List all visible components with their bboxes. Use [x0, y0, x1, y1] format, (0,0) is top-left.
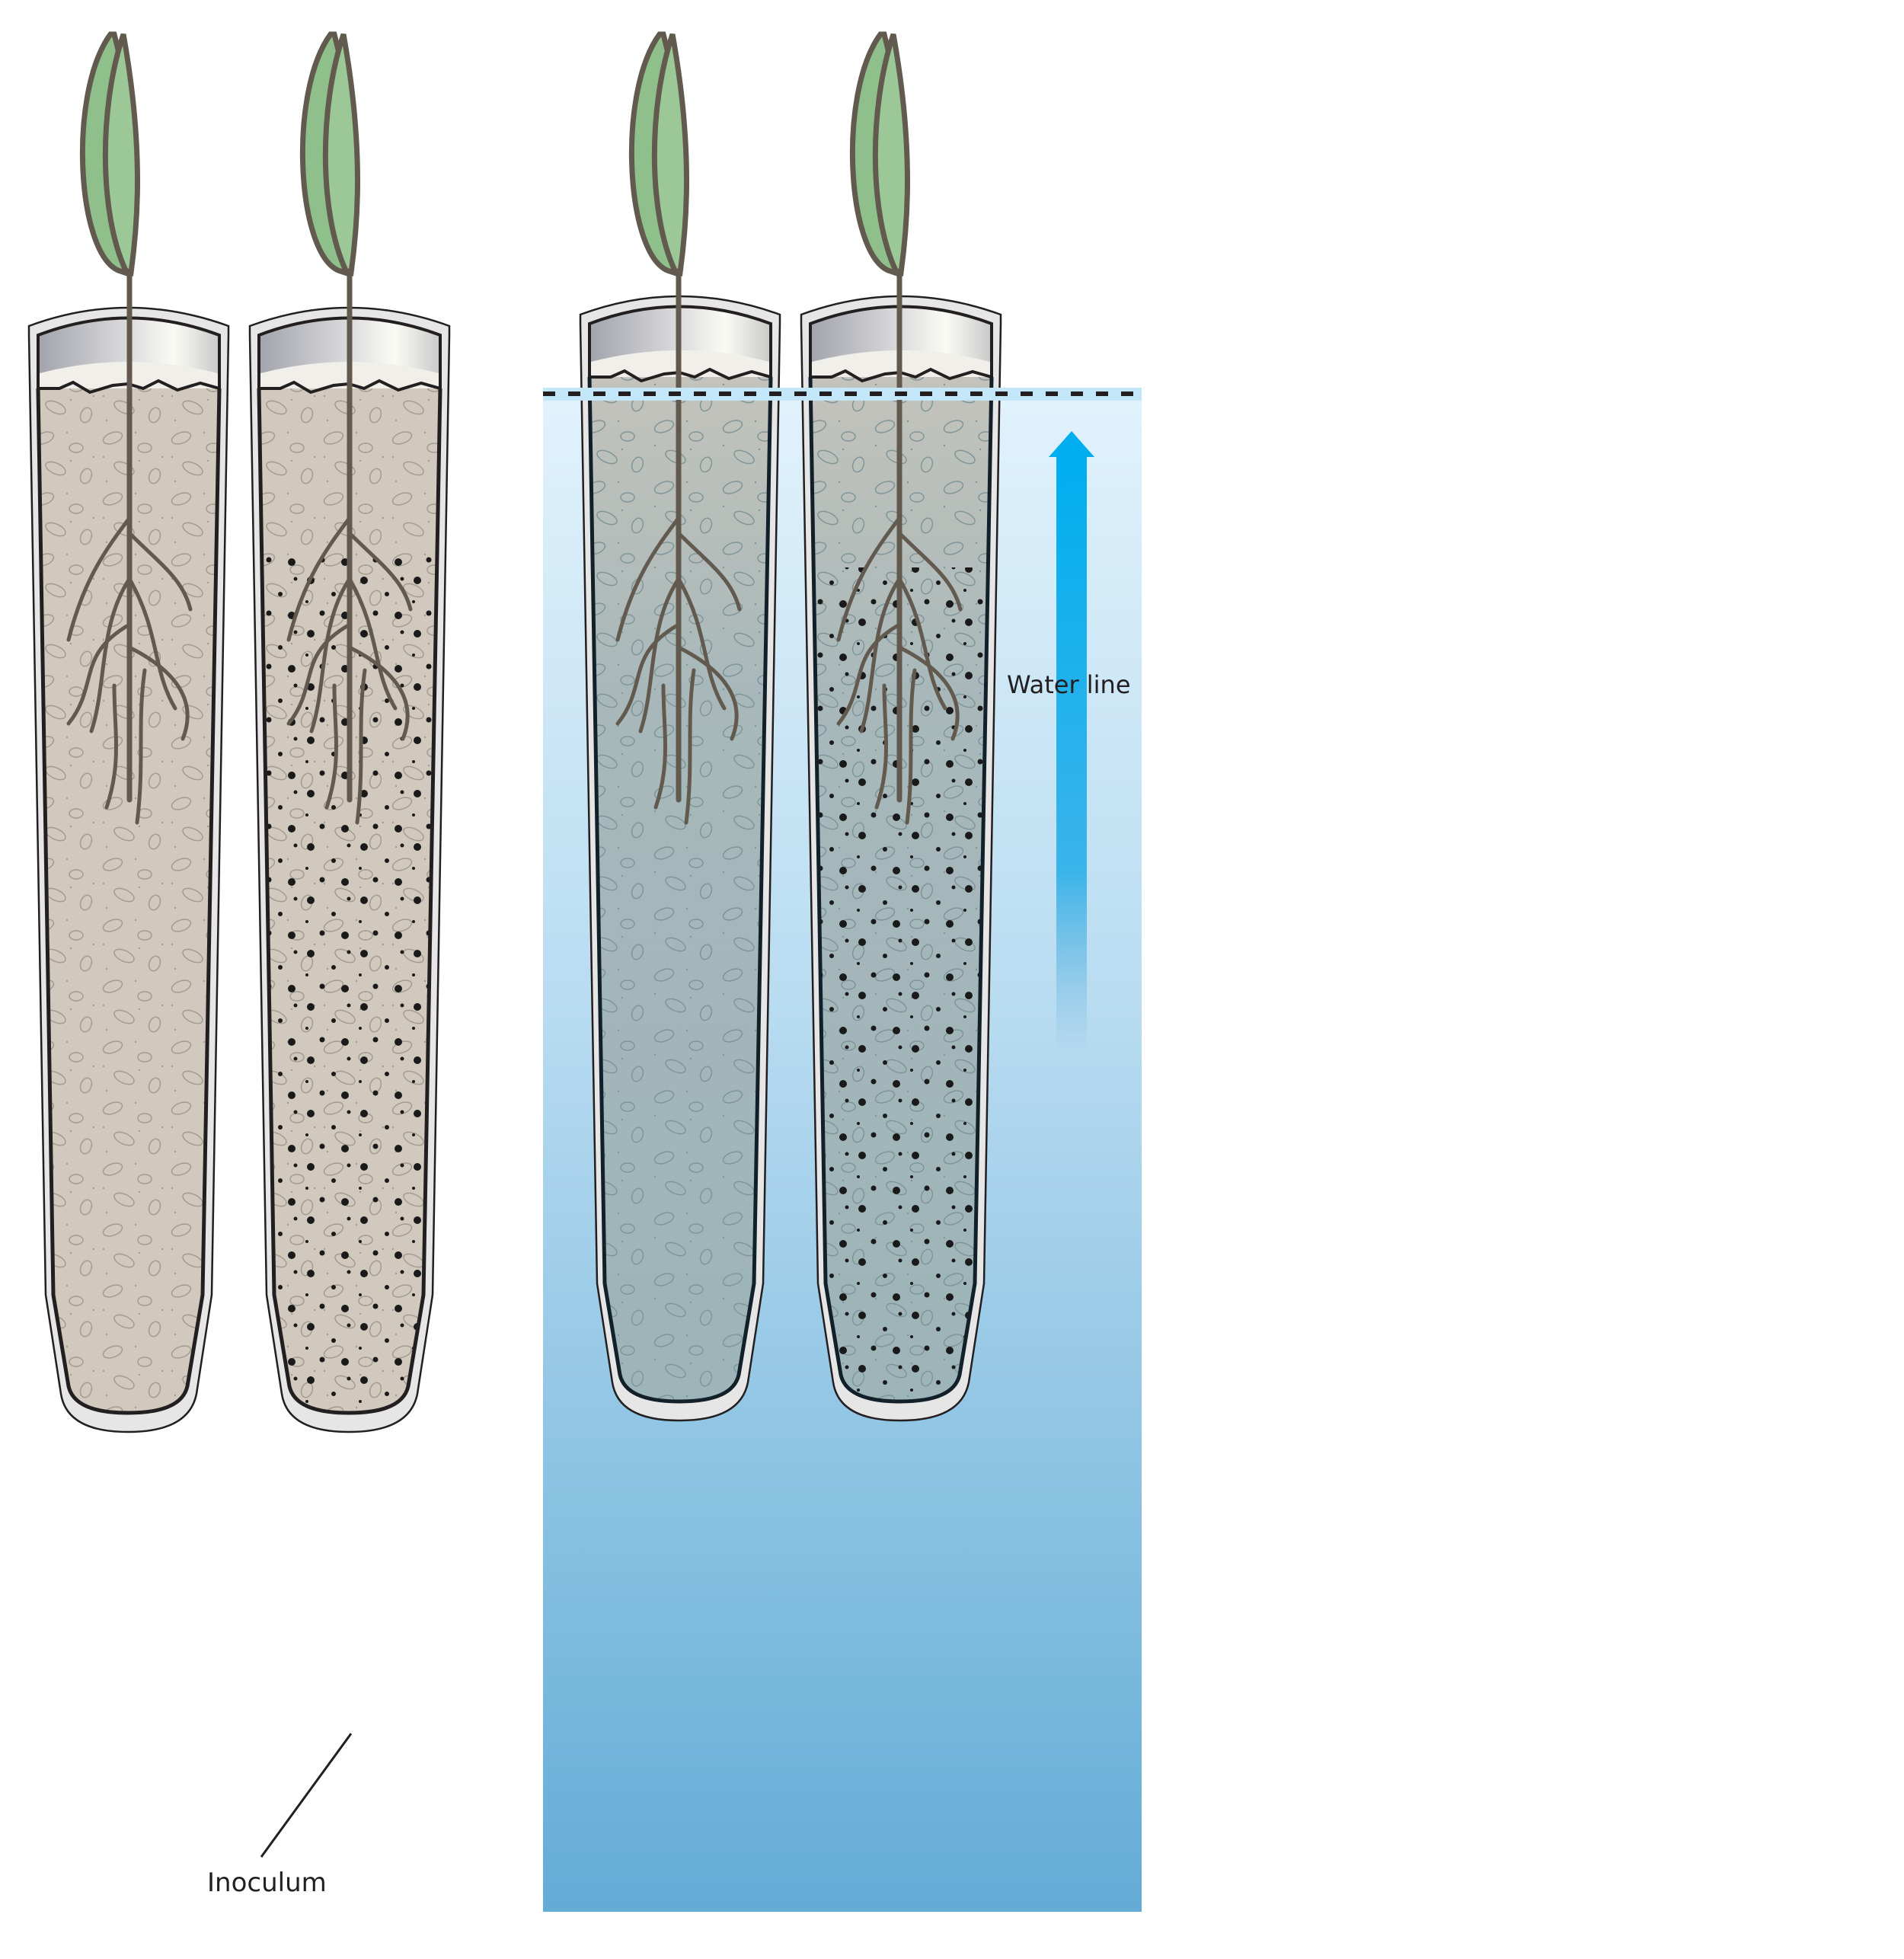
inoculum-label: Inoculum — [207, 1868, 327, 1898]
seedling-3 — [615, 31, 742, 825]
inoculum-leader-line — [260, 1733, 353, 1858]
rising-water-arrow-icon — [1049, 431, 1094, 1051]
seedling-cone-diagram — [27, 31, 1142, 1912]
water-line-label: Water line — [1007, 670, 1131, 699]
seedling-1 — [66, 31, 193, 825]
tube-inoculated-flooded — [800, 295, 1002, 1422]
tube-control-flooded — [579, 295, 781, 1422]
seedling-2 — [286, 31, 413, 825]
seedling-4 — [836, 31, 963, 825]
tube-inoculated-dry — [248, 306, 451, 1433]
